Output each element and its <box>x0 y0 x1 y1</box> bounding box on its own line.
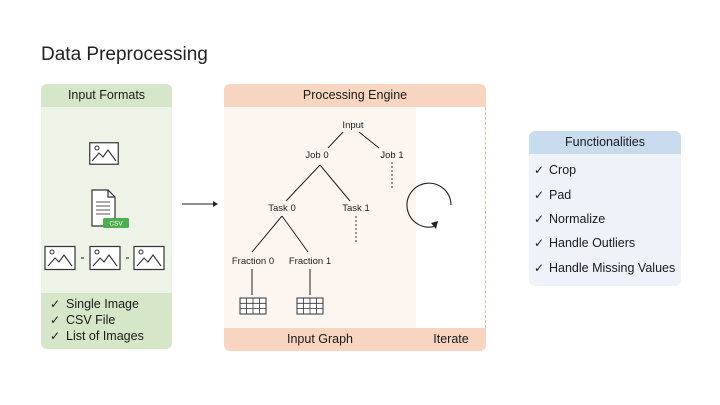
func-item-handle-missing-values: ✓ Handle Missing Values <box>534 256 681 280</box>
input-graph-edges <box>239 131 452 315</box>
functionalities-list: ✓ Crop ✓ Pad ✓ Normalize ✓ Handle Outlie… <box>529 154 681 280</box>
functionalities-panel: Functionalities ✓ Crop ✓ Pad ✓ Normalize… <box>529 131 681 286</box>
func-item-label: Normalize <box>549 211 606 226</box>
node-input: Input <box>342 120 364 131</box>
functionalities-header: Functionalities <box>529 131 681 154</box>
check-icon: ✓ <box>50 313 61 327</box>
processing-engine-panel: Processing Engine <box>224 84 486 351</box>
func-item-handle-outliers: ✓ Handle Outliers <box>534 231 681 255</box>
func-item-label: Crop <box>549 163 577 178</box>
node-task-0: Task 0 <box>268 203 296 214</box>
input-formats-header: Input Formats <box>41 84 172 107</box>
csv-tag: CSV <box>109 221 123 228</box>
processing-engine-header: Processing Engine <box>224 84 486 107</box>
node-task-1: Task 1 <box>342 203 370 214</box>
node-fraction-1: Fraction 1 <box>288 256 332 267</box>
input-graph-label: Input Graph <box>224 328 416 351</box>
func-item-label: Pad <box>549 187 572 202</box>
format-item-list-of-images: ✓ List of Images <box>50 328 172 344</box>
csv-file-icon: CSV <box>91 189 129 228</box>
node-job-0: Job 0 <box>305 150 329 161</box>
node-job-1: Job 1 <box>380 150 404 161</box>
image-list-icon <box>44 245 165 271</box>
list-image-1-icon <box>44 245 76 271</box>
fraction-1-table-icon <box>296 297 324 315</box>
format-item-label: List of Images <box>66 329 144 343</box>
check-icon: ✓ <box>534 260 545 275</box>
format-item-label: Single Image <box>66 297 139 311</box>
func-item-normalize: ✓ Normalize <box>534 207 681 231</box>
page-title: Data Preprocessing <box>41 44 208 65</box>
func-item-label: Handle Outliers <box>549 236 636 251</box>
func-item-pad: ✓ Pad <box>534 182 681 206</box>
check-icon: ✓ <box>534 163 545 178</box>
list-image-2-icon <box>89 245 121 271</box>
flow-arrow <box>182 201 218 207</box>
fraction-0-table-icon <box>239 297 267 315</box>
image-icon <box>89 142 119 165</box>
iterate-loop-icon <box>406 182 452 229</box>
iterate-label: Iterate <box>416 328 486 351</box>
format-item-label: CSV File <box>66 313 116 327</box>
func-item-crop: ✓ Crop <box>534 158 681 182</box>
input-formats-list: ✓ Single Image ✓ CSV File ✓ List of Imag… <box>41 293 172 349</box>
check-icon: ✓ <box>534 211 545 226</box>
check-icon: ✓ <box>50 329 61 343</box>
iterate-area <box>416 107 486 328</box>
input-formats-panel: Input Formats CSV <box>41 84 172 349</box>
check-icon: ✓ <box>534 187 545 202</box>
panel-border-dashed <box>485 107 486 328</box>
check-icon: ✓ <box>534 236 545 251</box>
list-image-3-icon <box>133 245 165 271</box>
node-fraction-0: Fraction 0 <box>231 256 275 267</box>
func-item-label: Handle Missing Values <box>549 260 676 275</box>
format-item-single-image: ✓ Single Image <box>50 296 172 312</box>
format-item-csv-file: ✓ CSV File <box>50 312 172 328</box>
check-icon: ✓ <box>50 297 61 311</box>
